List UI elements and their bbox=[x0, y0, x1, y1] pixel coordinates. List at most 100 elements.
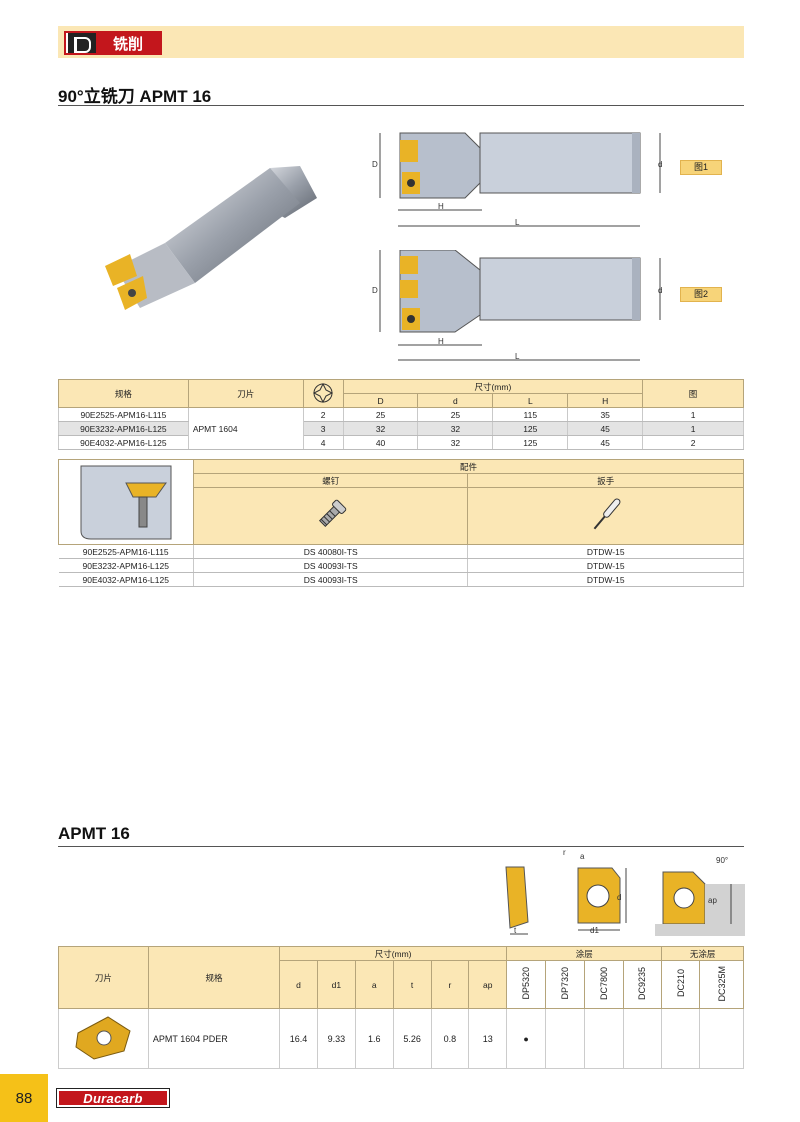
cell-spec: 90E4032-APM16-L125 bbox=[58, 435, 189, 450]
figure1-drawing bbox=[379, 132, 661, 227]
table-row: 90E3232-APM16-L125 DS 40093I-TS DTDW-15 bbox=[58, 558, 744, 573]
brand-name: Duracarb bbox=[59, 1091, 167, 1106]
col-header-r: r bbox=[430, 960, 470, 1009]
grade-label: DC9235 bbox=[637, 966, 648, 1001]
insert-cutting-depth-diagram bbox=[655, 871, 745, 936]
col-header-uncoated: 无涂层 bbox=[661, 946, 744, 961]
section2-title: APMT 16 bbox=[58, 824, 130, 843]
col-header-t: t bbox=[392, 960, 432, 1009]
col-header-a: a bbox=[354, 960, 394, 1009]
grade-mark bbox=[661, 1008, 701, 1069]
section1-title: 90°立铣刀 APMT 16 bbox=[58, 87, 212, 106]
accessories-table: 配件 螺钉 扳手 90E2525-APM16-L115 DS 40080I-TS… bbox=[58, 458, 745, 587]
cell-H: 45 bbox=[567, 421, 644, 436]
cell-z: 4 bbox=[302, 435, 344, 450]
table-row: 90E2525-APM16-L115 APMT 1604 2 25 25 115… bbox=[58, 407, 744, 450]
cell-screw: DS 40080I-TS bbox=[193, 544, 469, 559]
grade-label: DC210 bbox=[675, 969, 686, 998]
col-header-insert: 刀片 bbox=[187, 379, 304, 408]
grade-header: DP5320 bbox=[506, 960, 546, 1009]
flute-count-icon bbox=[302, 379, 344, 408]
cell-a: 1.6 bbox=[354, 1008, 394, 1069]
cell-z: 2 bbox=[302, 407, 344, 422]
col-header-dims: 尺寸(mm) bbox=[279, 946, 508, 961]
fig2-dim-L: L bbox=[515, 352, 520, 361]
col-header-d1: d1 bbox=[316, 960, 356, 1009]
dim-d: d bbox=[617, 893, 622, 902]
grade-mark bbox=[622, 1008, 663, 1069]
dim-angle: 90° bbox=[716, 856, 729, 865]
section1-rule bbox=[58, 105, 744, 106]
cell-H: 45 bbox=[567, 435, 644, 450]
fig1-label: 图1 bbox=[680, 160, 722, 175]
grade-header: DC9235 bbox=[622, 960, 663, 1009]
endmill-3d-illustration bbox=[105, 166, 317, 310]
section-logo: 铣削 bbox=[64, 31, 162, 55]
col-header-H: H bbox=[567, 393, 644, 408]
screw-mount-diagram bbox=[58, 459, 194, 545]
cell-screw: DS 40093I-TS bbox=[193, 572, 469, 587]
fig2-dim-D: D bbox=[372, 286, 378, 295]
cell-z: 3 bbox=[302, 421, 344, 436]
insert-image bbox=[58, 1008, 149, 1069]
grade-header: DC325M bbox=[699, 960, 744, 1009]
header-band bbox=[58, 26, 744, 58]
col-header-ap: ap bbox=[468, 960, 508, 1009]
table-row: 90E3232-APM16-L125 3 32 32 125 45 1 bbox=[58, 421, 744, 436]
cell-t: 5.26 bbox=[392, 1008, 432, 1069]
cell-L: 115 bbox=[492, 407, 569, 422]
cell-insert: APMT 1604 bbox=[187, 407, 304, 450]
col-header-screw: 螺钉 bbox=[192, 473, 469, 489]
grade-mark bbox=[544, 1008, 585, 1069]
insert-side-view-diagram bbox=[505, 866, 529, 935]
section-label: 铣削 bbox=[96, 33, 160, 53]
cell-fig: 1 bbox=[642, 407, 744, 422]
cell-spec: 90E3232-APM16-L125 bbox=[58, 558, 194, 573]
col-header-d: d bbox=[279, 960, 318, 1009]
fig1-dim-D: D bbox=[372, 160, 378, 169]
cell-spec: APMT 1604 PDER bbox=[147, 1008, 281, 1069]
cell-D: 25 bbox=[342, 407, 419, 422]
fig1-dim-H: H bbox=[438, 202, 444, 211]
cell-wrench: DTDW-15 bbox=[467, 572, 744, 587]
grade-label: DC325M bbox=[716, 965, 727, 1002]
grade-header: DC210 bbox=[661, 960, 701, 1009]
col-header-wrench: 扳手 bbox=[467, 473, 744, 489]
dim-d1: d1 bbox=[590, 926, 599, 935]
insert-spec-table: 刀片 规格 尺寸(mm) 涂层 无涂层 d d1 a t r ap DP5320… bbox=[58, 946, 744, 1069]
cell-fig: 2 bbox=[642, 435, 744, 450]
cell-D: 32 bbox=[342, 421, 419, 436]
grade-label: DC7800 bbox=[598, 966, 609, 1001]
cell-d: 25 bbox=[417, 407, 494, 422]
wrench-icon bbox=[467, 487, 744, 545]
page-number: 88 bbox=[0, 1074, 48, 1122]
cell-d1: 9.33 bbox=[316, 1008, 356, 1069]
insert-top-view-diagram bbox=[577, 867, 627, 931]
cell-wrench: DTDW-15 bbox=[467, 544, 744, 559]
section2-rule bbox=[58, 846, 744, 847]
cell-ap: 13 bbox=[468, 1008, 508, 1069]
col-header-spec: 规格 bbox=[147, 946, 281, 1009]
fig2-dim-d: d bbox=[658, 286, 663, 295]
fig2-dim-H: H bbox=[438, 337, 444, 346]
cell-D: 40 bbox=[342, 435, 419, 450]
brand-d-icon bbox=[68, 33, 96, 53]
cell-r: 0.8 bbox=[430, 1008, 470, 1069]
col-header-d: d bbox=[417, 393, 494, 408]
brand-logo: Duracarb bbox=[56, 1088, 170, 1108]
cell-d: 32 bbox=[417, 435, 494, 450]
col-header-insert: 刀片 bbox=[58, 946, 149, 1009]
dim-r: r bbox=[563, 848, 566, 857]
figure2-drawing bbox=[379, 250, 661, 361]
cell-spec: 90E2525-APM16-L115 bbox=[58, 544, 194, 559]
dim-t: t bbox=[514, 926, 517, 935]
col-header-parts: 配件 bbox=[192, 458, 745, 475]
grade-mark: ● bbox=[506, 1008, 546, 1069]
cell-wrench: DTDW-15 bbox=[467, 558, 744, 573]
grade-header: DC7800 bbox=[583, 960, 624, 1009]
cell-d: 16.4 bbox=[279, 1008, 318, 1069]
cell-L: 125 bbox=[492, 435, 569, 450]
col-header-L: L bbox=[492, 393, 569, 408]
col-header-dims: 尺寸(mm) bbox=[342, 379, 644, 394]
dim-a: a bbox=[580, 852, 585, 861]
